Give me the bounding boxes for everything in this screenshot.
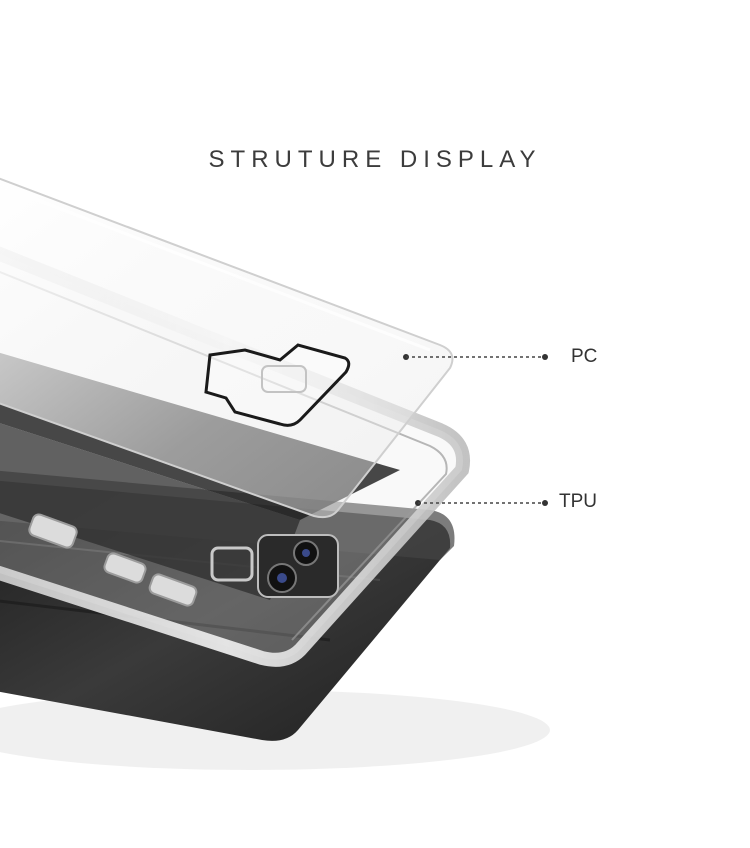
callout-label-pc: PC	[571, 346, 598, 367]
camera-module	[210, 534, 339, 598]
callout-label-tpu: TPU	[559, 491, 597, 512]
pc-back-panel	[0, 177, 454, 519]
callout-pc-line	[403, 354, 548, 360]
page-title: STRUTURE DISPLAY	[208, 146, 542, 173]
callout-tpu-line	[415, 500, 548, 506]
side-buttons	[28, 513, 198, 607]
